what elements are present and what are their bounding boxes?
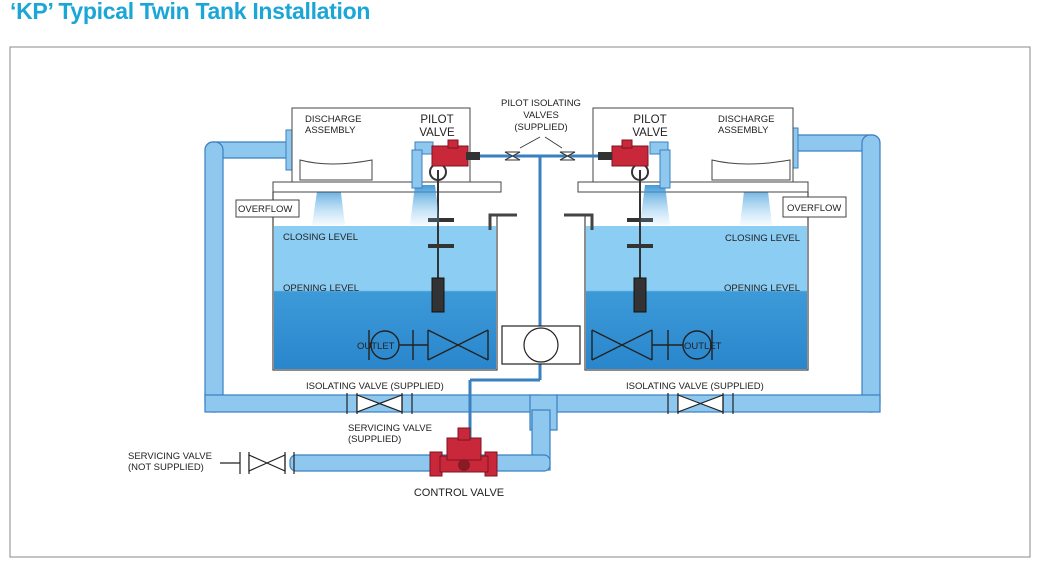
- pilot-isolating-label-2: VALVES: [523, 110, 559, 121]
- right-pilot-label-1: PILOT: [633, 114, 666, 126]
- servicing-valve-not-supplied-icon: [220, 452, 295, 474]
- right-discharge-label-2: ASSEMBLY: [718, 125, 769, 136]
- servicing-not-supplied-label-2: (NOT SUPPLIED): [128, 462, 204, 473]
- pilot-isolating-label-1: PILOT ISOLATING: [501, 98, 581, 109]
- left-pilot-label-2: VALVE: [419, 127, 455, 139]
- left-closing-level: CLOSING LEVEL: [283, 232, 358, 243]
- control-valve-label: CONTROL VALVE: [414, 487, 504, 499]
- control-valve-icon: [429, 427, 498, 477]
- right-outlet-label: OUTLET: [684, 341, 722, 352]
- right-pilot-label-2: VALVE: [632, 127, 668, 139]
- left-tank: [272, 107, 517, 371]
- left-discharge-label-1: DISCHARGE: [305, 114, 361, 125]
- left-discharge-label-2: ASSEMBLY: [305, 125, 356, 136]
- right-overflow-label: OVERFLOW: [787, 203, 841, 214]
- servicing-supplied-label-1: SERVICING VALVE: [348, 423, 432, 434]
- left-isolating-label: ISOLATING VALVE (SUPPLIED): [306, 381, 444, 392]
- left-pilot-valve-icon: [411, 139, 480, 189]
- right-closing-level: CLOSING LEVEL: [725, 233, 800, 244]
- left-isolating-valve-icon: [346, 393, 413, 414]
- right-opening-level: OPENING LEVEL: [724, 283, 800, 294]
- right-outlet-valve: [591, 329, 713, 361]
- diagram-frame: [9, 46, 1031, 558]
- right-overflow-box: [782, 196, 847, 218]
- center-balance-pipe: [501, 325, 581, 365]
- right-isolating-valve-icon: [667, 393, 734, 414]
- pilot-isolating-label-3: (SUPPLIED): [514, 122, 567, 133]
- servicing-supplied-label-2: (SUPPLIED): [348, 434, 401, 445]
- right-pilot-valve-icon: [598, 139, 671, 189]
- left-opening-level: OPENING LEVEL: [283, 283, 359, 294]
- left-outlet-label: OUTLET: [357, 341, 395, 352]
- left-overflow-box: [235, 199, 300, 218]
- left-overflow-label: OVERFLOW: [238, 204, 292, 215]
- right-discharge-label-1: DISCHARGE: [718, 114, 774, 125]
- labels: DISCHARGE ASSEMBLY PILOT VALVE PILOT ISO…: [128, 98, 847, 499]
- left-pilot-label-1: PILOT: [420, 114, 453, 126]
- left-outlet-valve: [368, 329, 489, 361]
- right-isolating-label: ISOLATING VALVE (SUPPLIED): [626, 381, 764, 392]
- page-title: ‘KP’ Typical Twin Tank Installation: [10, 0, 371, 24]
- servicing-not-supplied-label-1: SERVICING VALVE: [128, 451, 212, 462]
